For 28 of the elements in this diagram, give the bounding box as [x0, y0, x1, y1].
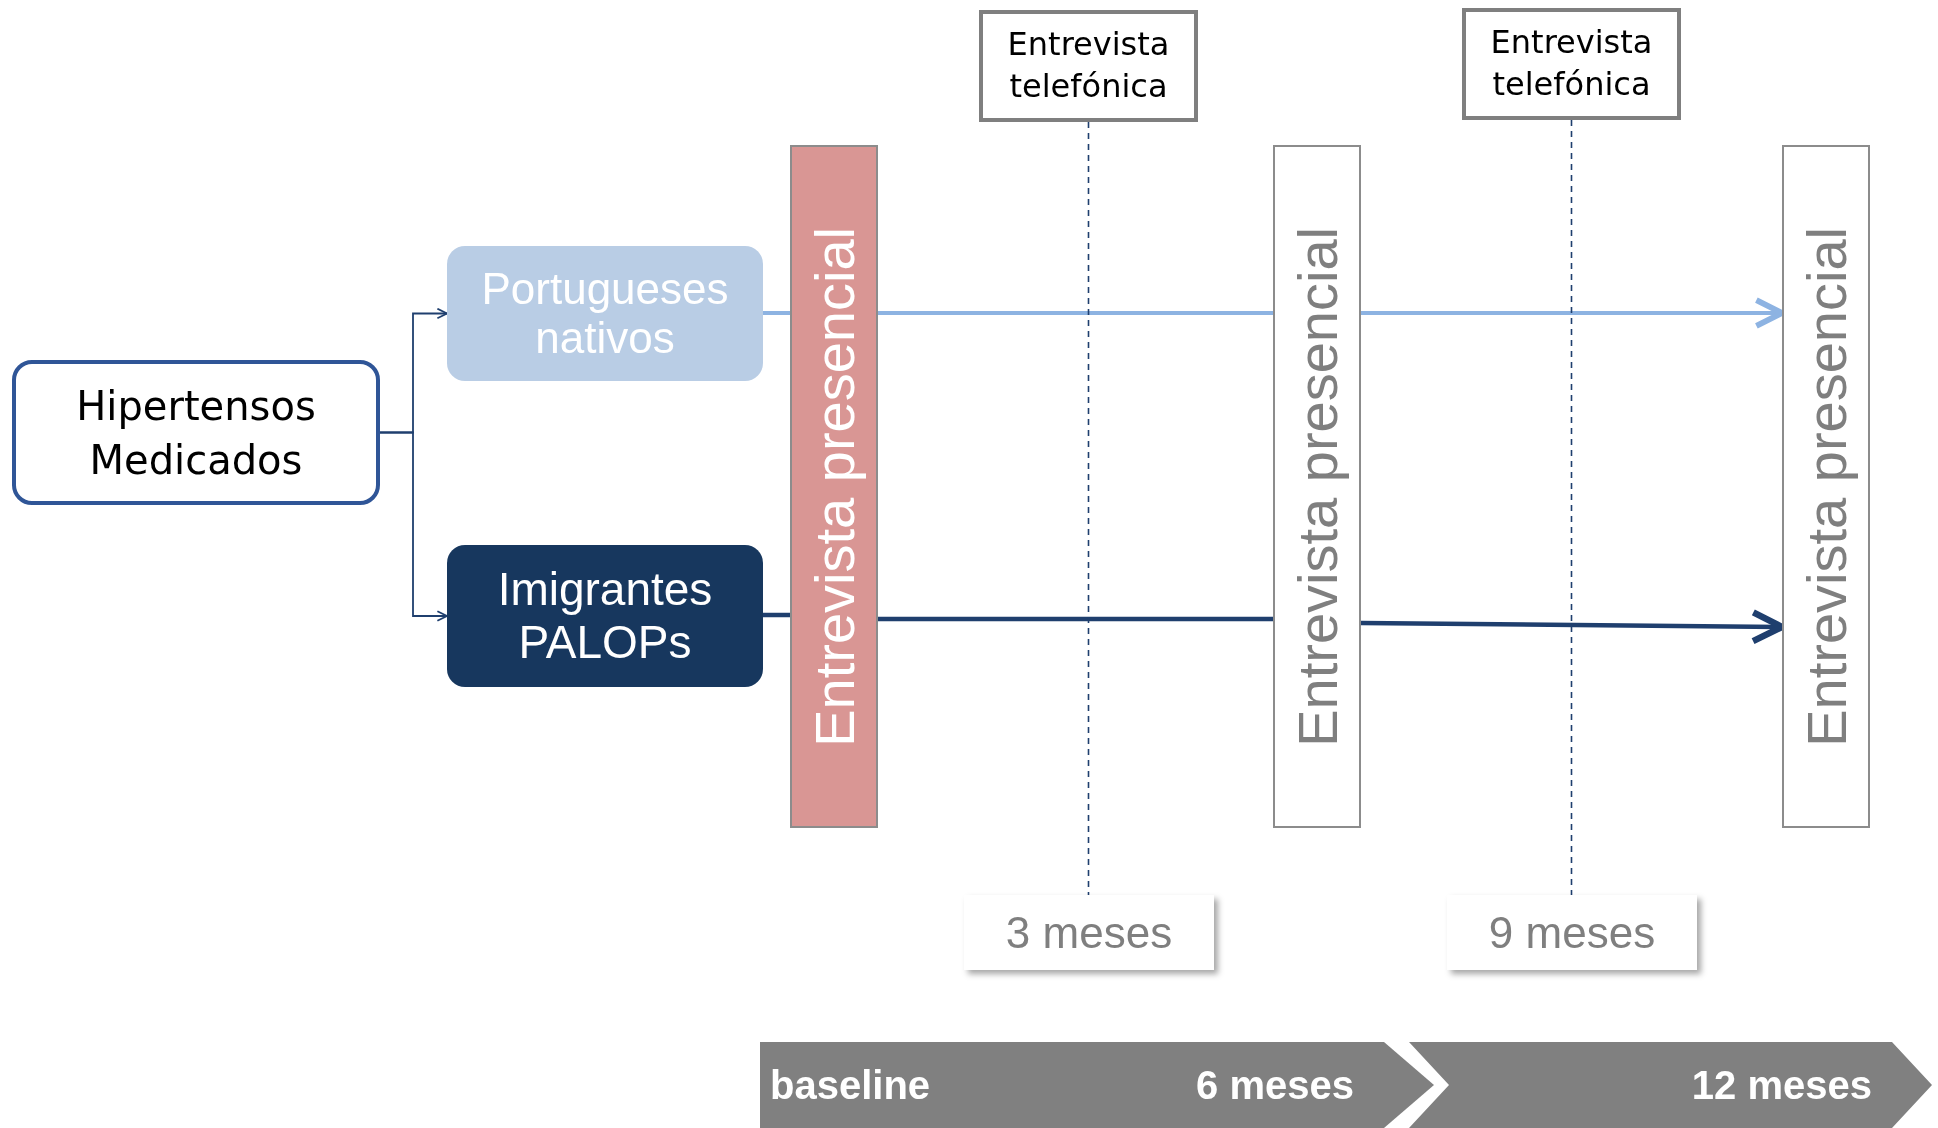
dashed-line — [1087, 121, 1090, 896]
time-label-box — [964, 895, 1214, 970]
timeline-segment — [760, 1042, 1434, 1128]
call-box — [1462, 8, 1681, 120]
timeline-label: baseline — [770, 1062, 931, 1108]
visit-bar — [1782, 145, 1870, 828]
call-box — [979, 10, 1198, 122]
time-label: 3 meses — [1005, 907, 1173, 958]
node-label: Entrevista presencial — [801, 226, 867, 747]
node-label: Hipertensos Medicados — [75, 381, 317, 485]
node-label: Entrevista telefónica — [1006, 24, 1171, 107]
visit-bar — [1273, 145, 1361, 828]
node-label: Entrevista presencial — [1284, 226, 1350, 747]
timeline-label: 6 meses — [1196, 1062, 1354, 1108]
node-label: Portugueses nativos — [480, 265, 730, 362]
time-label-box — [1447, 895, 1697, 970]
process-box — [12, 360, 380, 505]
node-label: Entrevista presencial — [1793, 226, 1859, 747]
group-box — [447, 545, 763, 687]
visit-bar — [790, 145, 878, 828]
timeline-segment — [1409, 1042, 1932, 1128]
node-label: Entrevista telefónica — [1489, 22, 1654, 105]
time-label: 9 meses — [1488, 907, 1656, 958]
group-box — [447, 246, 763, 381]
arrow — [379, 431, 448, 622]
node-label: Imigrantes PALOPs — [496, 563, 714, 669]
dashed-line — [1570, 119, 1573, 896]
timeline-label: 12 meses — [1691, 1062, 1872, 1108]
